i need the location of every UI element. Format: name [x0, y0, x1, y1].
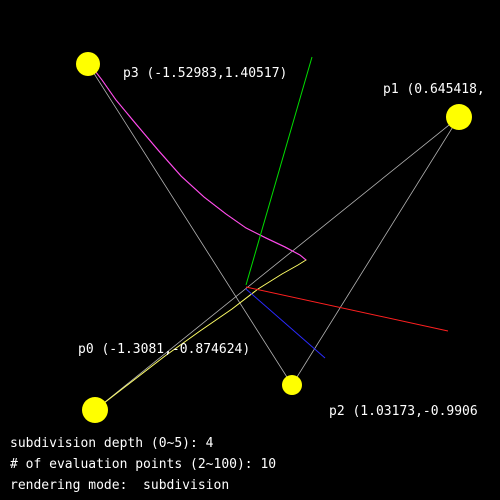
normal-axis [245, 286, 449, 332]
control-point-label-p2: p2 (1.03173,-0.9906 [329, 404, 478, 419]
tangent-axis [245, 56, 313, 286]
control-point-p1[interactable] [446, 104, 472, 130]
evaluation-points-readout: # of evaluation points (2~100): 10 [10, 457, 277, 472]
binormal-axis [245, 288, 326, 359]
bezier-curve [91, 66, 307, 411]
control-point-labels: p0 (-1.3081,-0.874624) p1 (0.645418, p2 … [78, 66, 485, 419]
curve-segment-upper [91, 66, 307, 261]
control-point-p0[interactable] [82, 397, 108, 423]
frame-axes [245, 56, 449, 359]
control-point-label-p0: p0 (-1.3081,-0.874624) [78, 342, 250, 357]
control-polygon-edge-p2-p3 [87, 63, 293, 386]
control-point-p3[interactable] [76, 52, 100, 76]
control-polygon [87, 63, 460, 411]
control-point-label-p3: p3 (-1.52983,1.40517) [123, 66, 287, 81]
rendering-mode-readout: rendering mode: subdivision [10, 478, 230, 493]
control-points [76, 52, 472, 423]
control-polygon-edge-p1-p2 [291, 116, 460, 386]
control-point-p2[interactable] [282, 375, 302, 395]
control-polygon-edge-p0-p1 [94, 116, 460, 411]
subdivision-depth-readout: subdivision depth (0~5): 4 [10, 436, 214, 451]
control-point-label-p1: p1 (0.645418, [383, 82, 485, 97]
